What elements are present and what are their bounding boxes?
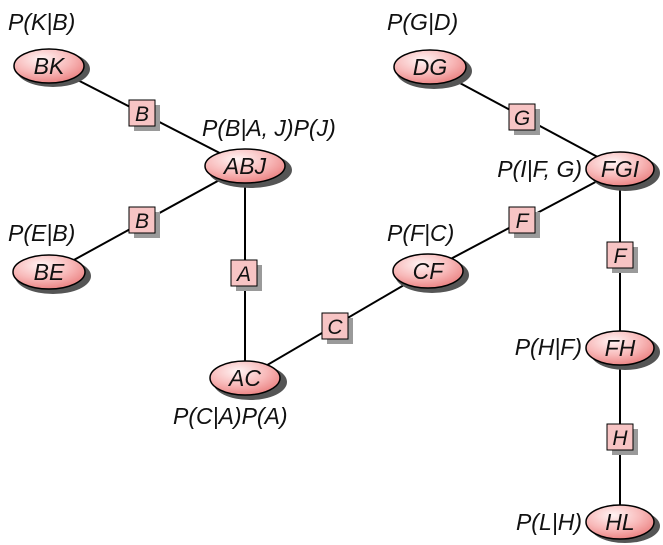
potential-be: P(E|B) — [8, 220, 75, 246]
potential-fgi: P(I|F, G) — [497, 156, 582, 182]
node-label: HL — [605, 509, 634, 535]
separator-label: A — [235, 263, 251, 286]
separator-label: F — [614, 245, 628, 268]
potential-cf: P(F|C) — [387, 220, 454, 246]
potential-dg: P(G|D) — [387, 9, 458, 35]
separator-label: H — [612, 427, 628, 450]
separator-label: F — [516, 210, 530, 233]
node-label: AC — [227, 365, 261, 391]
node-label: BK — [34, 53, 66, 79]
potential-fh: P(H|F) — [515, 334, 582, 360]
node-bk: BK — [13, 48, 90, 87]
separator-be-abj: B — [128, 206, 160, 238]
potential-abj: P(B|A, J)P(J) — [202, 115, 336, 141]
separator-label: C — [327, 316, 343, 339]
potential-bk: P(K|B) — [8, 9, 75, 35]
separator-bk-abj: B — [128, 99, 160, 131]
separator-ac-cf: C — [321, 312, 353, 344]
node-abj: ABJ — [204, 148, 292, 188]
node-label: DG — [413, 54, 448, 80]
separator-label: B — [135, 210, 149, 233]
separator-label: G — [514, 107, 530, 130]
separator-label: B — [135, 103, 149, 126]
node-label: BE — [34, 259, 65, 285]
potential-hl: P(L|H) — [516, 509, 582, 535]
potential-ac: P(C|A)P(A) — [173, 403, 288, 429]
node-label: ABJ — [222, 153, 267, 179]
separator-dg-fgi: G — [508, 103, 540, 135]
node-hl: HL — [585, 504, 660, 543]
node-dg: DG — [393, 49, 472, 89]
separator-fh-hl: H — [606, 423, 638, 455]
node-label: FH — [605, 335, 636, 361]
node-label: CF — [413, 258, 446, 284]
node-be: BE — [12, 254, 91, 294]
separator-fgi-fh: F — [606, 241, 638, 273]
edges — [51, 66, 621, 522]
node-fgi: FGI — [585, 151, 660, 191]
node-cf: CF — [392, 253, 469, 293]
node-label: FGI — [601, 156, 640, 182]
separator-abj-ac: A — [230, 259, 262, 291]
separator-cf-fgi: F — [508, 206, 540, 238]
node-fh: FH — [585, 330, 660, 370]
node-ac: AC — [209, 360, 287, 400]
